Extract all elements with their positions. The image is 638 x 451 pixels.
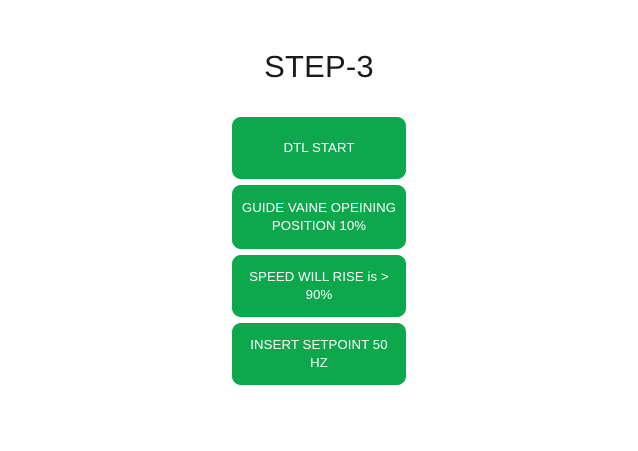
flow-box-guide-vaine-opeining-position[interactable]: GUIDE VAINE OPEINING POSITION 10% [232,185,406,249]
flow-box-label: GUIDE VAINE OPEINING POSITION 10% [241,200,397,233]
flow-box-label: SPEED WILL RISE is > 90% [249,269,389,302]
flow-box-label: INSERT SETPOINT 50 HZ [250,337,388,370]
flow-box-speed-will-rise[interactable]: SPEED WILL RISE is > 90% [232,255,406,317]
flow-step-stack: DTL START GUIDE VAINE OPEINING POSITION … [232,117,406,385]
page-title: STEP-3 [264,49,374,84]
flow-box-insert-setpoint[interactable]: INSERT SETPOINT 50 HZ [232,323,406,385]
flow-box-dtl-start[interactable]: DTL START [232,117,406,179]
flow-box-label: DTL START [283,140,355,155]
